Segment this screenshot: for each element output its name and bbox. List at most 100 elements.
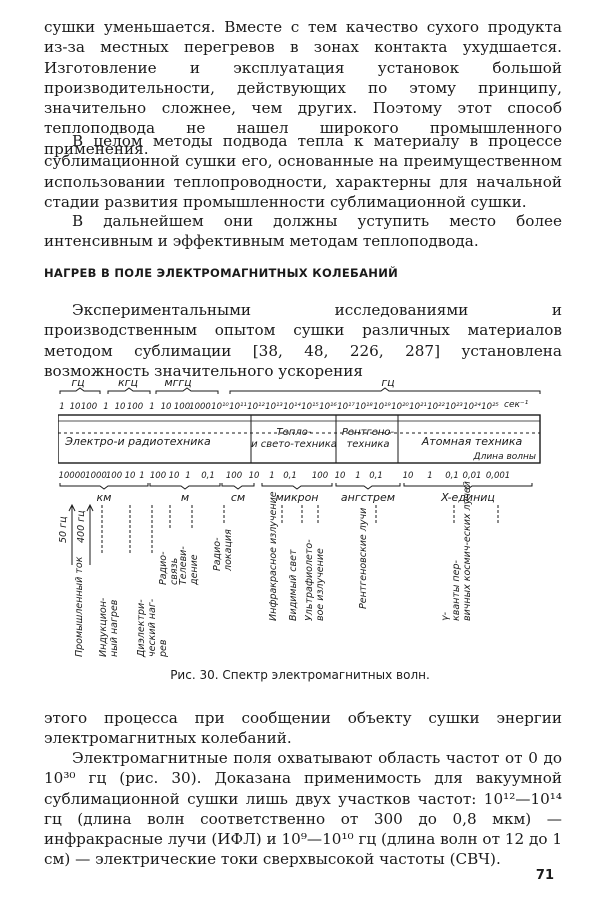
- paragraph-1: сушки уменьшается. Вместе с тем качество…: [44, 18, 562, 158]
- freq-scale-value: 10¹³: [265, 402, 283, 412]
- freq-scale-value: 10: [161, 402, 172, 412]
- wave-scale-value: 1: [269, 471, 274, 481]
- application-label: Телеви-: [178, 546, 189, 585]
- freq-unit-end: сек⁻¹: [504, 400, 529, 410]
- application-label: ный нагрев: [109, 599, 120, 657]
- freq-scale-value: 10²¹: [409, 402, 427, 412]
- band-label: техника: [346, 439, 389, 450]
- band-label: Электро-и радиотехника: [64, 435, 211, 448]
- freq-bracket: [107, 387, 151, 394]
- freq-scale-value: 10¹⁹: [373, 402, 391, 412]
- wave-unit-label: м: [181, 491, 189, 504]
- freq-bracket: [229, 387, 541, 394]
- wave-scale-value: 10000: [58, 471, 85, 481]
- frequency-brackets: [59, 387, 541, 394]
- page-number: 71: [535, 868, 554, 883]
- application-label: рев: [158, 639, 169, 658]
- freq-scale-value: 1: [59, 402, 64, 412]
- freq-unit-label: гц: [71, 376, 84, 389]
- wave-scale-value: 1: [355, 471, 360, 481]
- paragraph-3: В дальнейшем они должны уступить место б…: [44, 212, 562, 251]
- freq-scale-value: 10²⁵: [481, 402, 499, 412]
- wave-scale-value: 1: [427, 471, 432, 481]
- paragraph-6: Электромагнитные поля охватывают область…: [44, 749, 562, 869]
- freq-scale-value: 10²⁰: [391, 402, 409, 412]
- freq-unit-label: мггц: [164, 376, 191, 389]
- wave-scale-value: 100: [312, 471, 328, 481]
- freq-scale-value: 10²³: [445, 402, 463, 412]
- frequency-mark: 50 гц: [58, 516, 69, 543]
- band-label: Тепло-: [277, 427, 312, 438]
- application-label: Радио-: [158, 551, 169, 585]
- freq-scale-value: 10²²: [427, 402, 445, 412]
- wave-scale-value: 10: [249, 471, 260, 481]
- application-label: Радио-: [212, 537, 223, 571]
- freq-scale-value: 1: [103, 402, 108, 412]
- wave-bracket: [59, 483, 149, 490]
- application-label: локация: [223, 529, 234, 572]
- section-heading: НАГРЕВ В ПОЛЕ ЭЛЕКТРОМАГНИТНЫХ КОЛЕБАНИЙ: [44, 266, 399, 280]
- wave-scale-value: 100: [226, 471, 242, 481]
- application-label: Промышленный ток: [74, 556, 85, 657]
- wave-scale-value: 100: [150, 471, 166, 481]
- wave-scale-value: 1000: [85, 471, 107, 481]
- arrow-connector: [68, 503, 76, 565]
- freq-scale-value: 100: [127, 402, 143, 412]
- band-label: Атомная техника: [421, 435, 523, 448]
- wave-unit-label: микрон: [276, 491, 319, 504]
- freq-bracket: [59, 387, 101, 394]
- wave-unit-label: ангстрем: [341, 491, 395, 504]
- wave-scale-value: 0,1: [369, 471, 383, 481]
- paragraph-5: этого процесса при сообщении объекту суш…: [44, 709, 562, 748]
- wave-scale-value: 10: [169, 471, 180, 481]
- wave-bracket: [149, 483, 221, 490]
- application-label: ческий наг-: [147, 598, 158, 657]
- freq-unit-label: кгц: [118, 376, 138, 389]
- wave-scale-value: 100: [106, 471, 122, 481]
- wave-bracket: [403, 483, 533, 490]
- wave-scale-value: 1: [185, 471, 190, 481]
- wavelength-brackets: [59, 483, 533, 490]
- application-labels: 50 гц 400 гц Промышленный ток Индукцион-ный…: [58, 481, 473, 658]
- wave-bracket: [221, 483, 255, 490]
- application-label: вое излучение: [315, 548, 326, 621]
- application-label: кванты пер-: [451, 559, 462, 621]
- wavelength-title: Длина волны: [473, 452, 536, 462]
- application-label: дение: [189, 554, 200, 586]
- wave-bracket: [335, 483, 401, 490]
- application-label: Индукцион-: [98, 597, 109, 657]
- application-label: γ-: [440, 611, 451, 621]
- freq-scale-value: 100: [81, 402, 97, 412]
- band-labels: Электро-и радиотехника Тепло-и свето-техн…: [64, 427, 536, 462]
- freq-scale-value: 10¹²: [247, 402, 265, 412]
- wave-unit-label: км: [97, 491, 112, 504]
- wave-scale-value: 10: [335, 471, 346, 481]
- freq-scale-value: 10: [70, 402, 81, 412]
- freq-scale-value: 10¹⁵: [301, 402, 319, 412]
- freq-bracket: [155, 387, 219, 394]
- freq-scale-value: 10¹⁰: [211, 402, 229, 412]
- frequency-mark: 400 гц: [76, 510, 87, 543]
- paragraph-2: В целом методы подвода тепла к материалу…: [44, 132, 562, 211]
- band-label: Рентгено-: [342, 427, 395, 438]
- freq-scale-value: 1000: [189, 402, 211, 412]
- figure-caption: Рис. 30. Спектр электромагнитных волн.: [170, 668, 430, 682]
- freq-scale-value: 10¹⁷: [337, 402, 355, 412]
- band-label: и свето-техника: [251, 439, 337, 450]
- wave-scale-value: 0,01: [463, 471, 482, 481]
- application-label: Видимый свет: [288, 549, 299, 621]
- freq-scale-value: 1: [149, 402, 154, 412]
- freq-scale-value: 100: [174, 402, 190, 412]
- freq-scale-value: 10¹⁶: [319, 402, 337, 412]
- freq-scale-value: 10: [115, 402, 126, 412]
- application-label: Инфракрасное излучение: [268, 491, 279, 621]
- wave-unit-label: X-единиц: [440, 491, 495, 504]
- application-label: Диэлектри-: [136, 599, 147, 658]
- freq-scale-value: 10¹⁴: [283, 402, 301, 412]
- band-dividers: [58, 415, 540, 463]
